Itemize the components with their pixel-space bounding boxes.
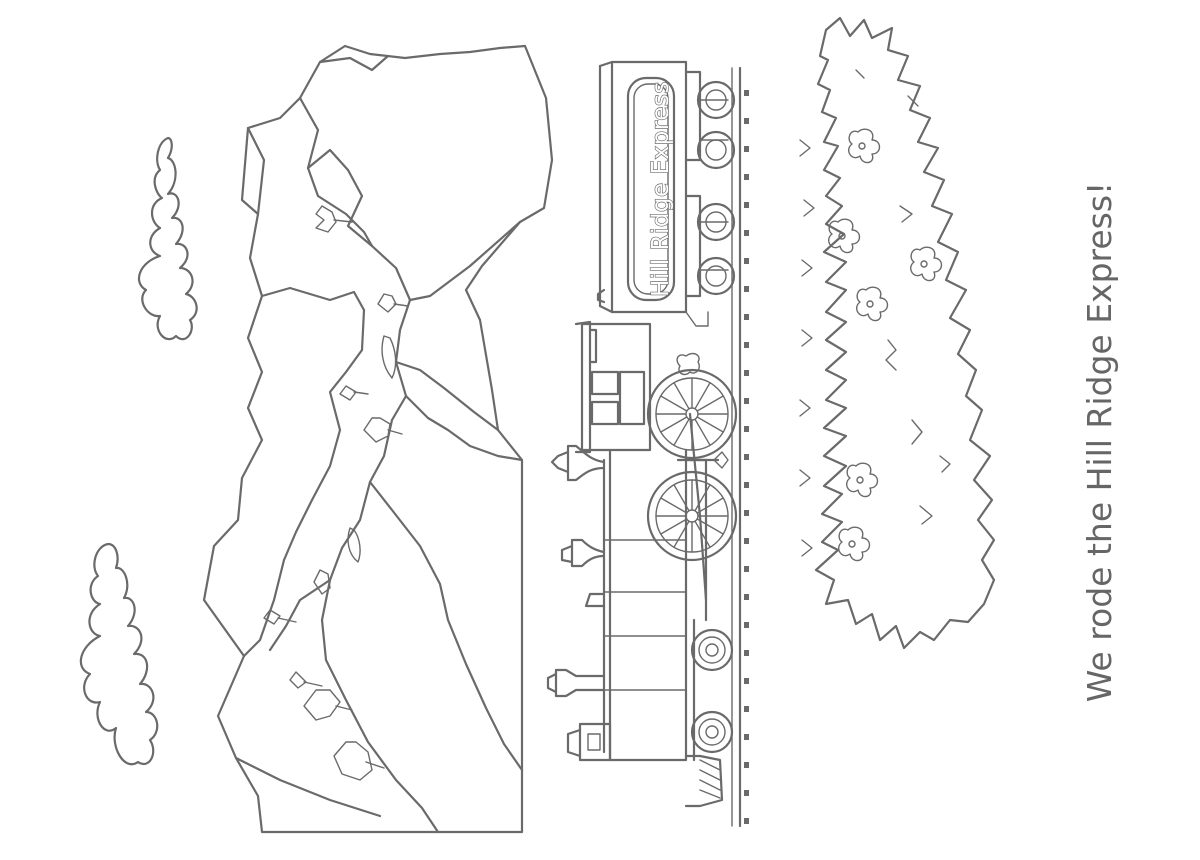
- railroad-tie: [744, 482, 749, 488]
- wheel-spoke: [660, 395, 688, 412]
- wheel-spoke: [694, 418, 711, 446]
- tree-icon: [339, 385, 369, 401]
- railroad-tie: [744, 678, 749, 684]
- tree-icon: [381, 335, 397, 379]
- railroad-tie: [744, 398, 749, 404]
- railroad-tie: [744, 790, 749, 796]
- railroad-tie: [744, 286, 749, 292]
- railroad-tie: [744, 762, 749, 768]
- railroad-tie: [744, 650, 749, 656]
- railroad-tie: [744, 90, 749, 96]
- tree-icon: [289, 671, 323, 689]
- train-tender-icon: [596, 60, 736, 327]
- railroad-tie: [744, 622, 749, 628]
- wheel-spoke: [694, 520, 711, 548]
- flower-icon: [828, 218, 861, 254]
- cloud-icon-top: [137, 136, 198, 341]
- wheel-spoke: [673, 484, 690, 512]
- flower-icon: [910, 246, 943, 282]
- flower-icon: [848, 128, 881, 164]
- railroad-tie: [744, 370, 749, 376]
- wheel-icon: [696, 80, 736, 120]
- wheel-icon: [690, 628, 734, 672]
- wheel-icon: [696, 130, 736, 170]
- railroad-tie: [744, 146, 749, 152]
- wheel-spoke: [696, 416, 724, 433]
- wheel-icon: [696, 256, 736, 296]
- wheel-spoke: [673, 418, 690, 446]
- railroad-tie: [744, 174, 749, 180]
- tree-icon: [315, 205, 353, 233]
- railroad-tie: [744, 314, 749, 320]
- wheel-icon: [646, 368, 738, 460]
- railroad-tie: [744, 818, 749, 824]
- railroad-tie: [744, 342, 749, 348]
- tree-icon: [313, 569, 331, 595]
- railroad-tie: [744, 706, 749, 712]
- flower-icon: [846, 462, 879, 498]
- flower-icon: [856, 286, 889, 322]
- railroad-tie: [744, 510, 749, 516]
- railroad-tie: [744, 538, 749, 544]
- wheel-icon: [690, 710, 734, 754]
- railroad-track-icon: [731, 66, 749, 828]
- railroad-tie: [744, 258, 749, 264]
- wheel-spoke: [696, 395, 724, 412]
- railroad-tie: [744, 454, 749, 460]
- wheel-spoke: [694, 382, 711, 410]
- railroad-tie: [744, 594, 749, 600]
- railroad-tie: [744, 202, 749, 208]
- tree-icon: [333, 741, 385, 781]
- wheel-spoke: [660, 497, 688, 514]
- train-locomotive-icon: [546, 320, 738, 808]
- mountain-icon: [202, 44, 554, 834]
- caption-text: We rode the Hill Ridge Express!: [1080, 182, 1119, 703]
- tender-sign-text: Hill Ridge Express: [648, 81, 674, 297]
- flower-icon: [838, 526, 871, 562]
- tree-icon: [263, 609, 297, 625]
- wheel-spoke: [673, 520, 690, 548]
- tree-icon: [347, 527, 361, 563]
- tree-icon: [377, 293, 409, 313]
- wheel-icon: [646, 470, 738, 562]
- railroad-tie: [744, 230, 749, 236]
- wheel-spoke: [696, 497, 724, 514]
- tree-icon: [303, 689, 353, 721]
- bush-icon: [799, 16, 996, 650]
- wheel-spoke: [694, 484, 711, 512]
- railroad-tie: [744, 118, 749, 124]
- wheel-spoke: [660, 518, 688, 535]
- wheel-icon: [696, 202, 736, 242]
- tree-icon: [363, 417, 403, 443]
- railroad-tie: [744, 566, 749, 572]
- wheel-spoke: [673, 382, 690, 410]
- railroad-tie: [744, 734, 749, 740]
- wheel-spoke: [660, 416, 688, 433]
- railroad-tie: [744, 426, 749, 432]
- cloud-icon-bottom: [79, 542, 159, 766]
- tree-icon-group: [263, 205, 409, 781]
- wheel-spoke: [696, 518, 724, 535]
